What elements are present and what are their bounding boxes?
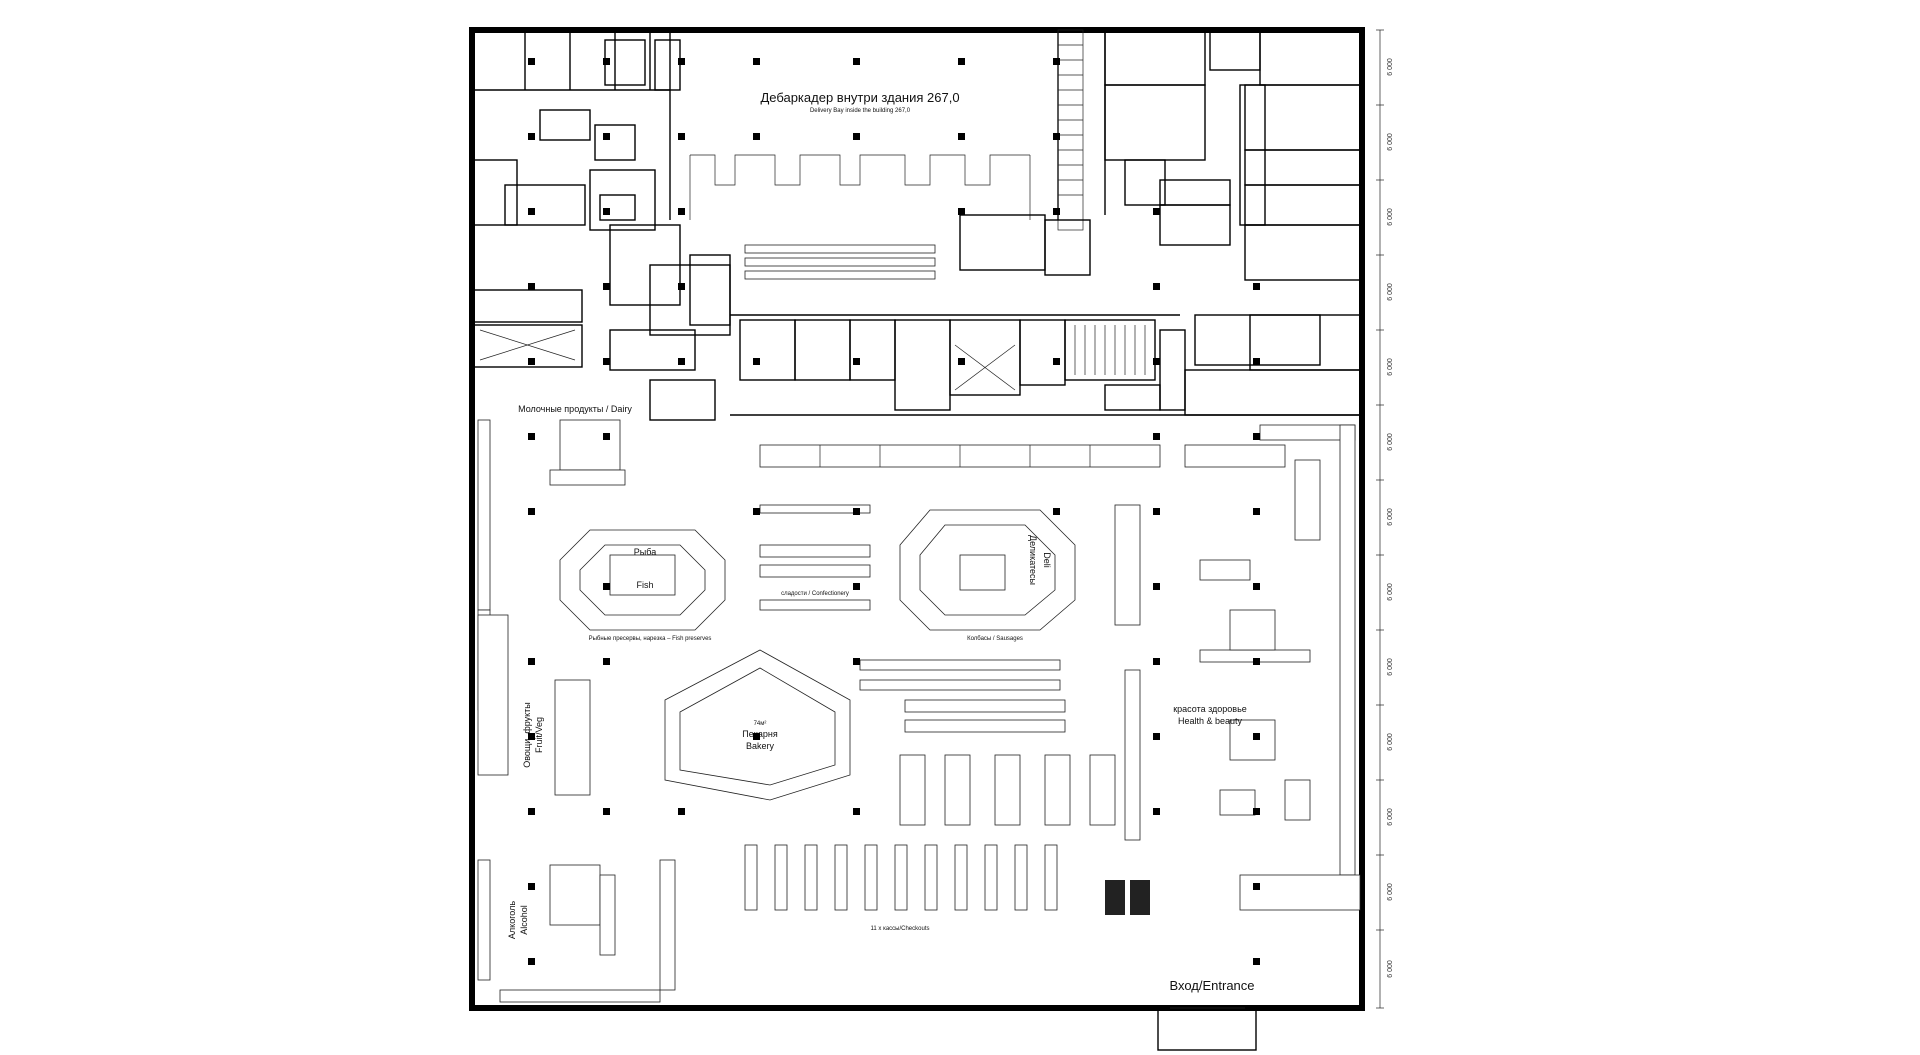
deli-label: Деликатесы [1028, 535, 1038, 585]
dock-title: Дебаркадер внутри здания 267,0 [760, 90, 959, 105]
fruits-label: Овощи, фрукты [522, 702, 532, 768]
grid-dim: 6 000 [1387, 733, 1394, 751]
structural-columns [528, 58, 1260, 965]
alcohol-label: Алкоголь [507, 901, 517, 939]
bakery-label: Пекарня [742, 729, 778, 739]
grid-dim: 6 000 [1387, 960, 1394, 978]
cold-rooms-right [1104, 29, 1363, 416]
health-label-en: Health & beauty [1178, 716, 1243, 726]
grid-dim: 6 000 [1387, 808, 1394, 826]
dairy-label: Молочные продукты / Dairy [518, 404, 632, 414]
health-beauty-gondolas: красота здоровье Health & beauty [1173, 559, 1311, 821]
grid-dim: 6 000 [1387, 208, 1394, 226]
fish-zone: Рыба Fish Рыбные пресервы, нарезка – Fis… [559, 529, 726, 642]
grid-dim: 6 000 [1387, 358, 1394, 376]
health-label: красота здоровье [1173, 704, 1247, 714]
fish-label-en: Fish [636, 580, 653, 590]
grid-dim: 6 000 [1387, 133, 1394, 151]
fruit-veg-zone: Овощи, фрукты Fruit/Veg [477, 614, 591, 796]
grid-dim: 6 000 [1387, 883, 1394, 901]
grid-dim: 6 000 [1387, 433, 1394, 451]
delivery-dock: Дебаркадер внутри здания 267,0 Delivery … [669, 29, 1084, 231]
checkouts: 11 x кассы/Checkouts Вход/Entrance [744, 844, 1255, 993]
grid-dim: 6 000 [1387, 283, 1394, 301]
bakery-label-en: Bakery [746, 741, 775, 751]
sausages-label: Колбасы / Sausages [967, 636, 1023, 642]
alcohol-zone: Алкоголь Alcohol [477, 859, 676, 1003]
service-counters-row [759, 444, 1286, 468]
grid-dim: 6 000 [1387, 658, 1394, 676]
deli-zone: Деликатесы Deli Колбасы / Sausages [899, 509, 1076, 642]
checkouts-label: 11 x кассы/Checkouts [871, 926, 930, 932]
confectionery-shelves: сладости / Confectionery [759, 504, 871, 611]
central-shelves [859, 659, 1141, 841]
grid-dim: 6 000 [1387, 583, 1394, 601]
fish-counter-label: Рыбные пресервы, нарезка – Fish preserve… [589, 636, 712, 642]
deli-label-en: Deli [1042, 552, 1052, 568]
service-rooms-left [471, 30, 731, 421]
alcohol-label-en: Alcohol [519, 905, 529, 935]
grid-dim: 6 000 [1387, 58, 1394, 76]
building-outline [469, 27, 1365, 1051]
bakery-zone: 74м² Пекарня Bakery [664, 649, 851, 801]
entrance-label: Вход/Entrance [1169, 978, 1254, 993]
confectionery-label: сладости / Confectionery [781, 591, 849, 597]
right-wall-cases [1114, 424, 1361, 911]
service-corridor [730, 314, 1362, 416]
fish-label: Рыба [634, 547, 656, 557]
dock-racking [744, 214, 1091, 280]
dock-subtitle: Delivery Bay inside the building 267,0 [810, 108, 911, 114]
grid-dim: 6 000 [1387, 508, 1394, 526]
grid-dimensions: 6 000 6 000 6 000 6 000 6 000 6 000 6 00… [1376, 29, 1394, 1009]
fruits-label-en: Fruit/Veg [534, 717, 544, 753]
bakery-area: 74м² [754, 721, 767, 727]
